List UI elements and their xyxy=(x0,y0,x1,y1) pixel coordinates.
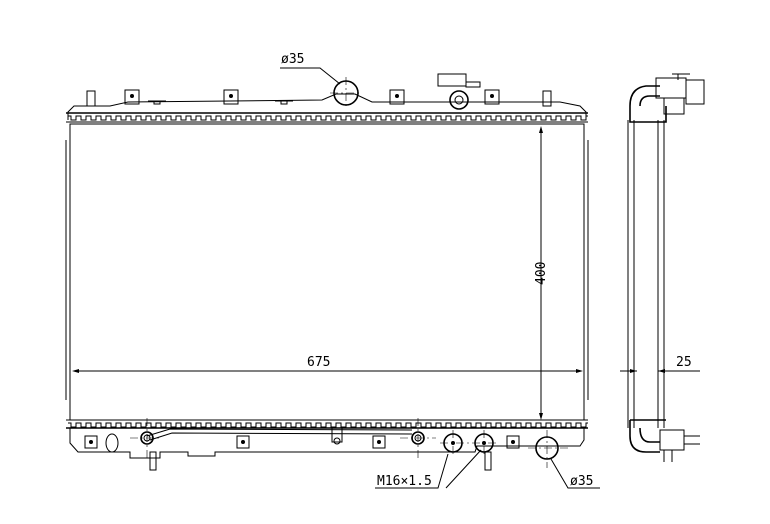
bottom-crenellation xyxy=(68,422,588,428)
top-crenellation xyxy=(68,115,588,121)
dim-thickness: 25 xyxy=(676,355,692,370)
oil-cooler-line xyxy=(130,418,436,458)
bottom-tabs xyxy=(84,427,520,453)
bottom-tank xyxy=(69,428,585,459)
filler-cap xyxy=(437,73,481,110)
top-tabs xyxy=(124,89,500,105)
dim-bottom-outlet: ø35 xyxy=(570,474,593,489)
dim-drain-thread: M16×1.5 xyxy=(377,474,432,489)
side-view xyxy=(627,73,705,462)
dim-top-inlet: ø35 xyxy=(281,52,304,67)
tank-crenellation xyxy=(68,422,588,428)
dim-height: 400 xyxy=(534,262,549,285)
front-view xyxy=(65,73,589,471)
mount-pin xyxy=(86,90,96,107)
drain-plugs xyxy=(440,430,496,456)
mount-pin xyxy=(542,90,552,107)
dim-width: 675 xyxy=(307,355,330,370)
radiator-core xyxy=(69,123,585,421)
top-tank xyxy=(67,93,587,120)
tank-crenellation xyxy=(68,115,588,121)
